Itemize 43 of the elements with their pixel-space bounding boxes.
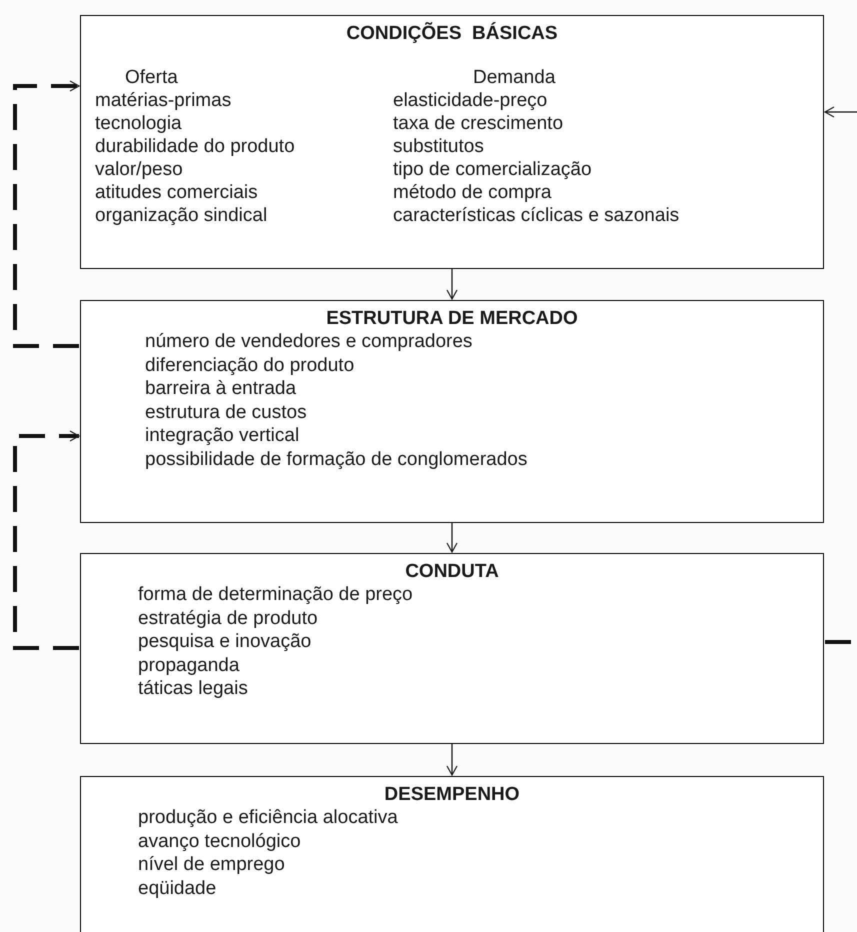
list-item: pesquisa e inovação bbox=[138, 630, 312, 654]
process-box bbox=[80, 15, 824, 269]
list-item: integração vertical bbox=[145, 424, 300, 448]
list-item: propaganda bbox=[138, 654, 240, 677]
list-item: elasticidade-preço bbox=[393, 89, 548, 112]
dashed-feedback-arrow bbox=[13, 80, 80, 348]
list-item: táticas legais bbox=[138, 677, 249, 700]
column-heading: Oferta bbox=[125, 66, 179, 89]
list-item: diferenciação do produto bbox=[145, 354, 356, 377]
list-item: tipo de comercialização bbox=[393, 158, 593, 181]
list-item: organização sindical bbox=[95, 204, 268, 227]
list-item: valor/peso bbox=[95, 158, 184, 181]
arrow bbox=[824, 106, 857, 118]
arrow bbox=[446, 744, 458, 776]
box-title: CONDIÇÕES BÁSICAS bbox=[346, 22, 558, 45]
list-item: taxa de crescimento bbox=[393, 112, 564, 135]
list-item: substitutos bbox=[393, 135, 485, 158]
list-item: durabilidade do produto bbox=[95, 135, 295, 158]
list-item: eqüidade bbox=[138, 876, 218, 900]
box-title: CONDUTA bbox=[405, 560, 499, 583]
list-item: forma de determinação de preço bbox=[138, 583, 414, 606]
process-box bbox=[80, 300, 824, 523]
list-item: atitudes comerciais bbox=[95, 181, 259, 204]
list-item: número de vendedores e compradores bbox=[145, 330, 474, 354]
arrow bbox=[446, 269, 458, 300]
list-item: avanço tecnológico bbox=[138, 830, 302, 853]
list-item: tecnologia bbox=[95, 112, 183, 135]
list-item: estrutura de custos bbox=[145, 400, 308, 424]
box-title: ESTRUTURA DE MERCADO bbox=[326, 307, 578, 330]
list-item: características cíclicas e sazonais bbox=[393, 204, 680, 227]
list-item: produção e eficiência alocativa bbox=[138, 806, 399, 830]
list-item: matérias-primas bbox=[95, 89, 232, 112]
dashed-feedback-arrow bbox=[13, 430, 80, 650]
column-heading: Demanda bbox=[473, 66, 556, 89]
list-item: método de compra bbox=[393, 181, 552, 204]
arrow bbox=[446, 523, 458, 553]
process-box bbox=[80, 776, 824, 932]
process-box bbox=[80, 553, 824, 744]
list-item: estratégia de produto bbox=[138, 606, 319, 630]
list-item: barreira à entrada bbox=[145, 377, 298, 400]
list-item: nível de emprego bbox=[138, 853, 286, 876]
box-title: DESEMPENHO bbox=[384, 783, 520, 806]
list-item: possibilidade de formação de conglomerados bbox=[145, 448, 528, 471]
